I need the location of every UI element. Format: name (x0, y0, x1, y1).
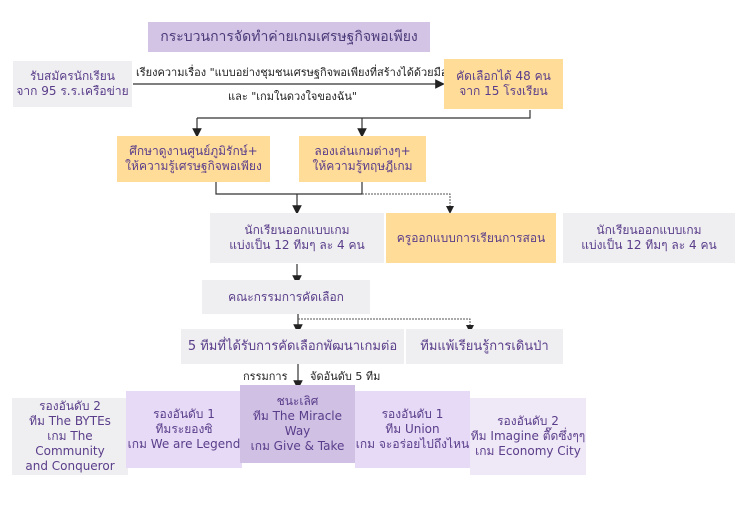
node-rank-1-left: รองอันดับ 1 ทีมระยองซิ เกม We are Legend (126, 391, 242, 468)
node-teachers-design: ครูออกแบบการเรียนการสอน (386, 213, 556, 263)
label-rank-five: จัดอันดับ 5 ทีม (310, 370, 381, 383)
node-rank-1-right: รองอันดับ 1 ทีม Union เกม จะอร่อยไปถึงไห… (355, 391, 470, 468)
arrow-merge (215, 182, 363, 195)
arrow-to-losing-teams (298, 318, 474, 333)
node-study-visit: ศึกษาดูงานศูนย์ภูมิรักษ์+ ให้ความรู้เศรษ… (117, 136, 270, 182)
label-judges: กรรมการ (243, 370, 288, 383)
node-recruit: รับสมัครนักเรียน จาก 95 ร.ร.เครือข่าย (13, 61, 132, 107)
node-selected: คัดเลือกได้ 48 คน จาก 15 โรงเรียน (444, 59, 563, 109)
node-students-design: นักเรียนออกแบบเกม แบ่งเป็น 12 ทีมๆ ละ 4 … (210, 213, 384, 263)
label-essay-topic: เรียงความเรื่อง "แบบอย่างชุมชนเศรษฐกิจพอ… (136, 66, 469, 79)
node-students-design-right: นักเรียนออกแบบเกม แบ่งเป็น 12 ทีมๆ ละ 4 … (563, 213, 735, 263)
label-essay-topic-2: และ "เกมในดวงใจของฉัน" (228, 90, 357, 103)
node-play-games: ลองเล่นเกมต่างๆ+ ให้ความรู้ทฤษฎีเกม (299, 136, 426, 182)
arrow-selected-split (197, 110, 531, 119)
node-rank-2-left: รองอันดับ 2 ทีม The BYTEs เกม The Commun… (12, 398, 128, 475)
node-rank-2-right: รองอันดับ 2 ทีม Imagine ตื๊ดซึ่งๆๆ เกม E… (470, 398, 586, 475)
node-winner: ชนะเลิศ ทีม The Miracle Way เกม Give & T… (240, 385, 355, 463)
diagram-title: กระบวนการจัดทำค่ายเกมเศรษฐกิจพอเพียง (148, 22, 430, 52)
node-committee: คณะกรรมการคัดเลือก (202, 280, 370, 314)
node-five-teams: 5 ทีมที่ได้รับการคัดเลือกพัฒนาเกมต่อ (181, 329, 404, 364)
node-losing-teams: ทีมแพ้เรียนรู้การเดินป่า (406, 329, 563, 364)
arrow-to-teachers-design (362, 193, 454, 214)
